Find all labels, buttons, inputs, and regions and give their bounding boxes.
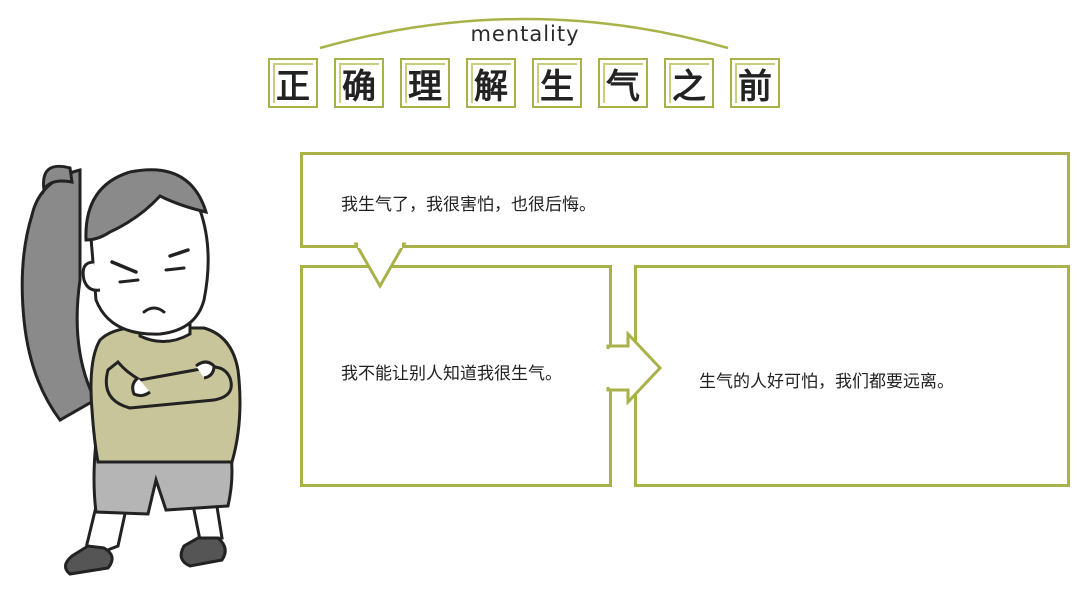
arrow-right-icon: [606, 330, 663, 406]
title-char: 确: [334, 58, 384, 108]
header-arc: [319, 17, 729, 50]
subtitle: mentality: [470, 22, 580, 46]
title-char: 理: [400, 58, 450, 108]
statement-text: 我生气了，我很害怕，也很后悔。: [341, 195, 596, 215]
title-char: 生: [532, 58, 582, 108]
statement-text: 生气的人好可怕，我们都要远离。: [699, 372, 954, 392]
arrow-down-icon: [353, 242, 407, 290]
title-char: 气: [598, 58, 648, 108]
statement-box-left: 我不能让别人知道我很生气。: [300, 265, 612, 487]
title-char: 之: [664, 58, 714, 108]
title-char: 前: [730, 58, 780, 108]
angry-girl-illustration-icon: [20, 164, 242, 576]
title-char: 正: [268, 58, 318, 108]
title-char: 解: [466, 58, 516, 108]
statement-text: 我不能让别人知道我很生气。: [341, 364, 562, 384]
statement-box-top: 我生气了，我很害怕，也很后悔。: [300, 152, 1070, 248]
